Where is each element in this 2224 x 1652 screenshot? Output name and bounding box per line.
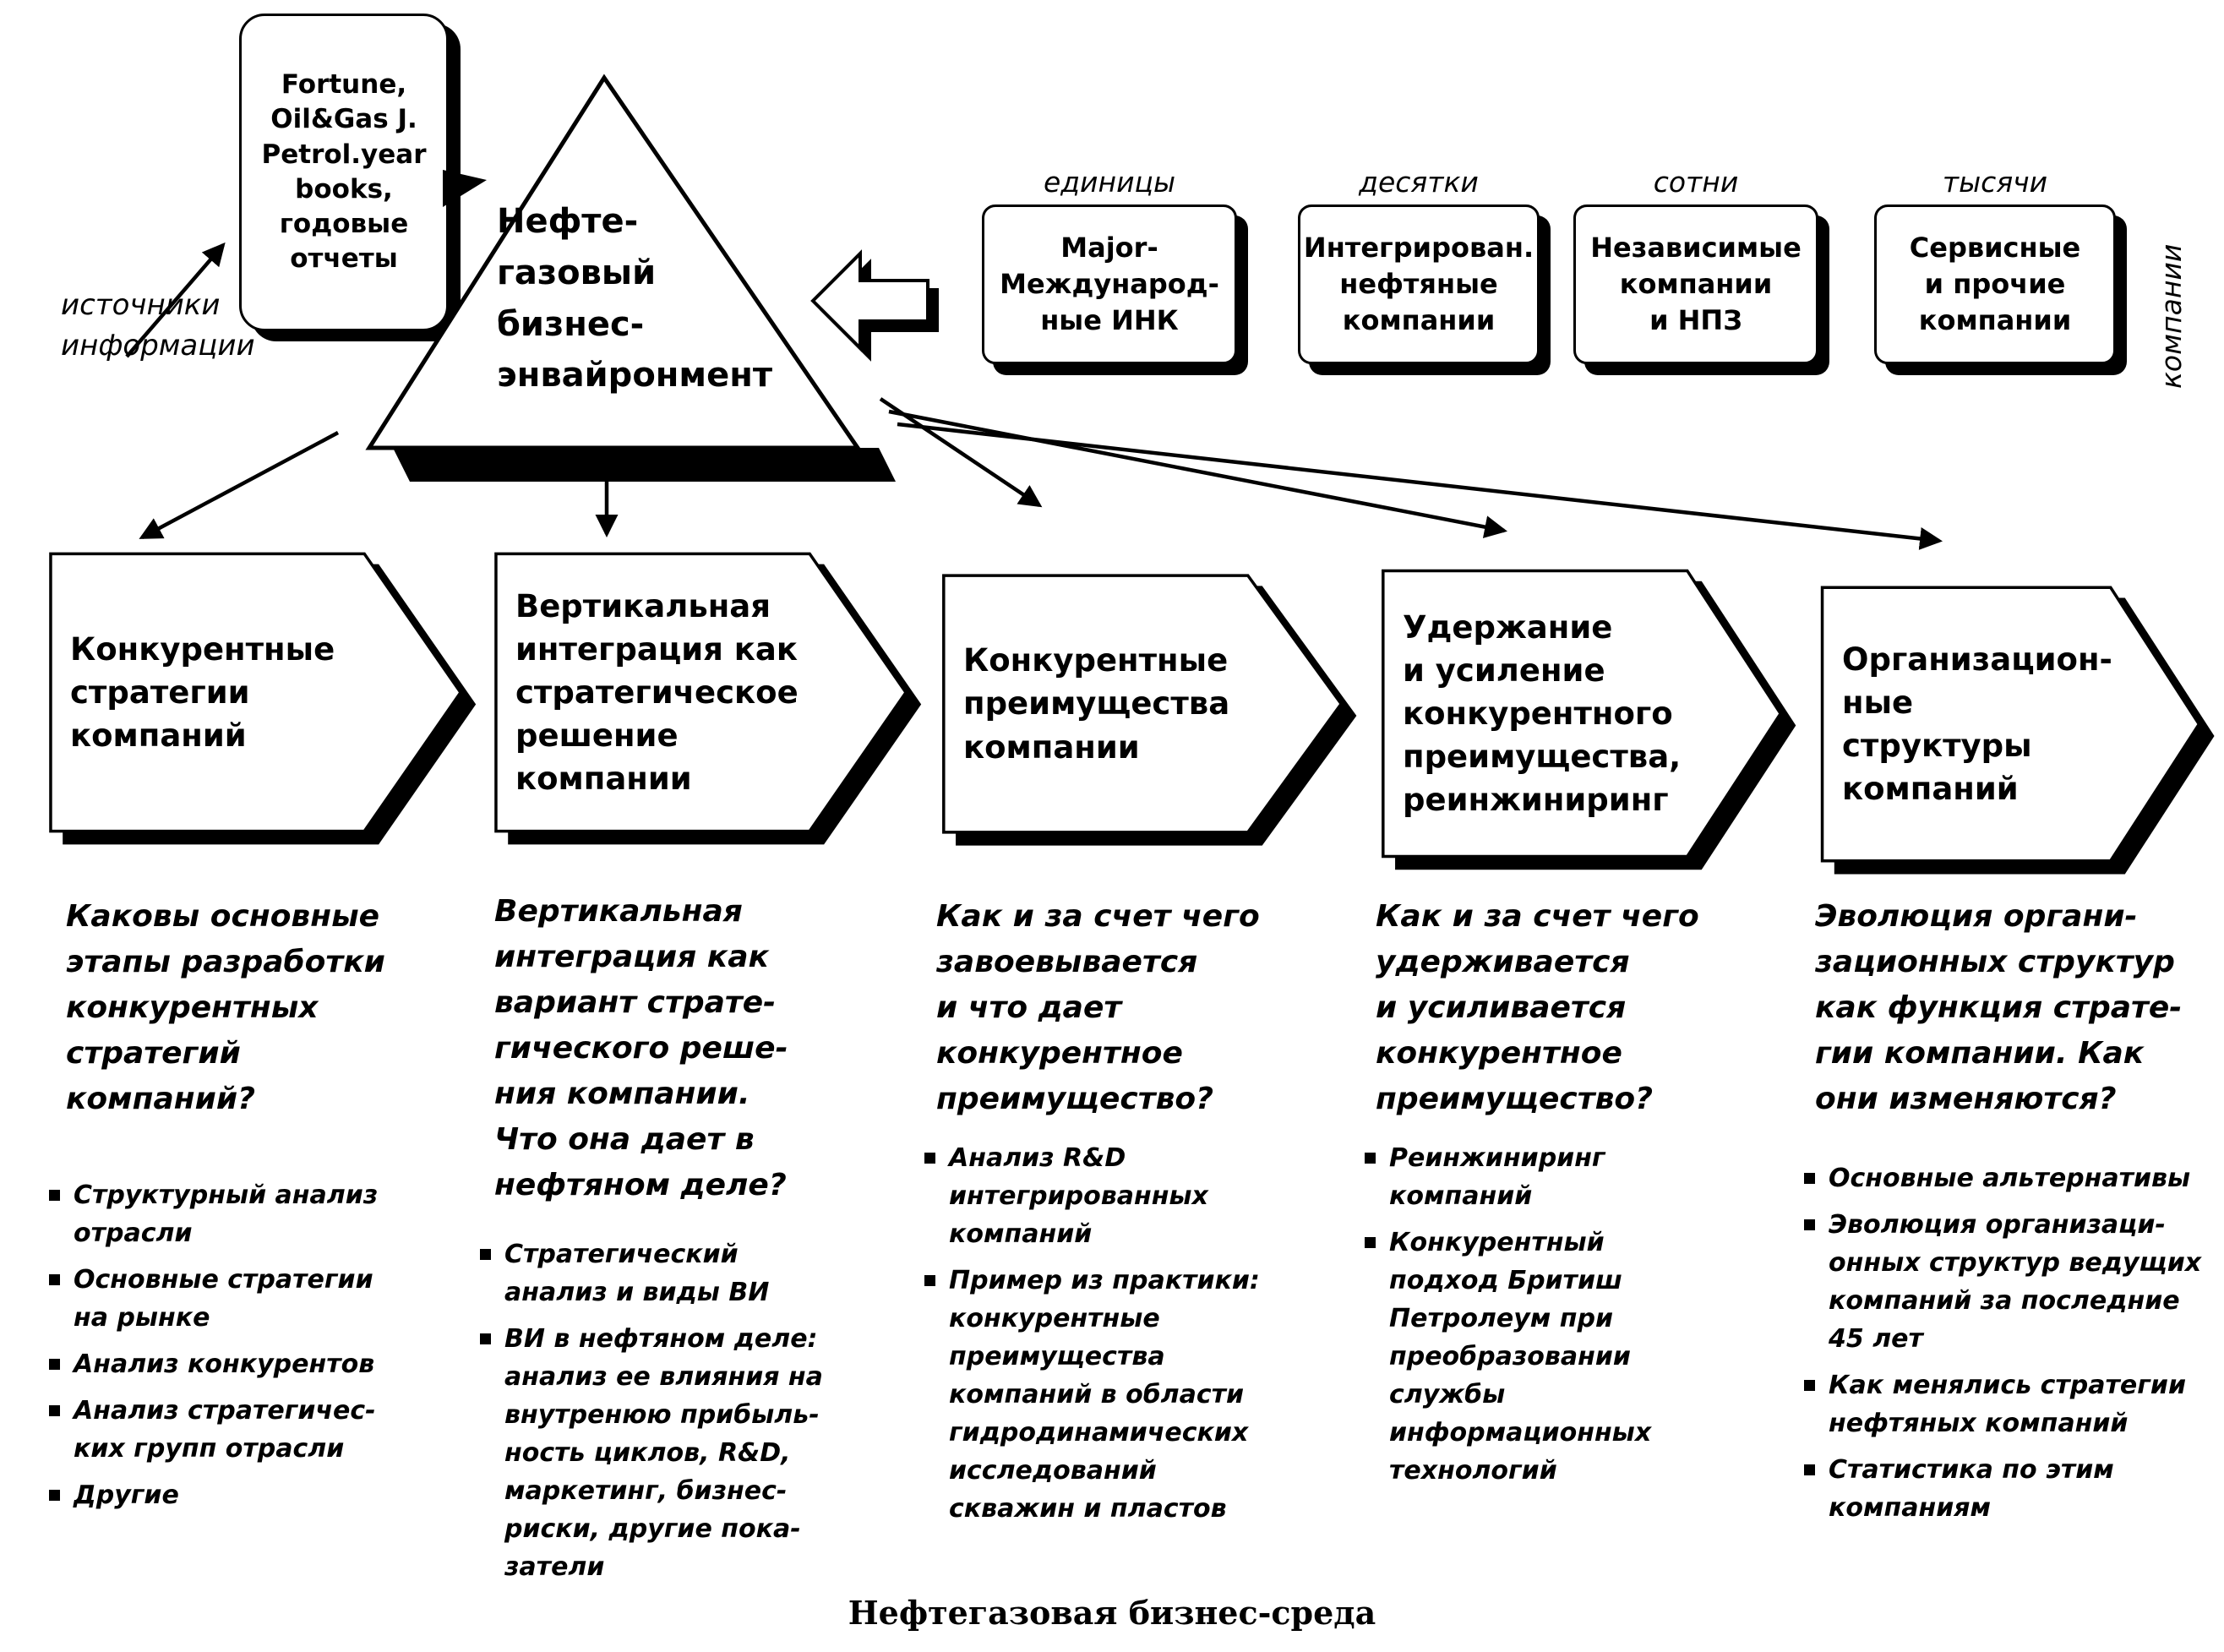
list-item: Конкурентный подход Бритиш Петролеум при… [1365,1224,1796,1490]
pentagon-shape-icon [1379,568,1785,859]
bullet-text: Основные альтернативы [1829,1164,2191,1193]
company-box-majors: Major- Международ- ные ИНК [982,204,1237,364]
topic-header-competitive-strategies: Конкурентные стратегии компаний [46,551,465,834]
topic-header-competitive-advantages: Конкурентные преимущества компании [940,573,1345,835]
bullet-text: Пример из практики: конкурентные преимущ… [949,1266,1260,1524]
bullet-text: Эволюция организаци- онных структур веду… [1829,1210,2202,1354]
triangle-title: Нефте- газовый бизнес- энвайронмент [497,202,773,395]
list-item: Анализ стратегичес- ких групп отрасли [49,1392,459,1468]
topic-bullets-4: Реинжиниринг компаний Конкурентный подхо… [1365,1139,1796,1498]
bullet-square-icon [1365,1237,1376,1248]
bullet-square-icon [1804,1464,1815,1475]
diagram-caption: Нефтегазовая бизнес-среда [848,1594,1376,1632]
topic-header-label: Конкурентные преимущества компании [963,642,1230,766]
scale-label-thousands: тысячи [1942,166,2048,199]
bullet-text: Как менялись стратегии нефтяных компаний [1829,1371,2186,1438]
bullet-square-icon [480,1333,491,1344]
bullet-square-icon [49,1405,60,1416]
bullet-text: Статистика по этим компаниям [1829,1455,2114,1523]
company-group-integrated: десятки Интегрирован. нефтяные компании [1298,161,1540,364]
list-item: Реинжиниринг компаний [1365,1139,1796,1215]
bullet-text: Другие [74,1480,179,1510]
topic-question-1: Каковы основные этапы разработки конкуре… [66,899,385,1116]
sources-bubble-text: Fortune, Oil&Gas J. Petrol.year books, г… [261,69,427,275]
list-item: Как менялись стратегии нефтяных компаний [1804,1366,2224,1442]
topic-header-org-structures: Организацион- ные структуры компаний [1818,585,2203,864]
scale-label-hundreds: сотни [1653,166,1739,199]
bullet-text: ВИ в нефтяном деле: анализ ее влияния на… [504,1324,823,1582]
company-group-independent: сотни Независимые компании и НПЗ [1573,161,1818,364]
sources-label: источники информации [61,288,255,363]
list-item: Основные стратегии на рынке [49,1261,459,1337]
bullet-text: Стратегический анализ и виды ВИ [504,1240,770,1307]
bullet-square-icon [924,1275,935,1286]
bullet-square-icon [1365,1153,1376,1164]
bullet-square-icon [49,1190,60,1201]
sources-bubble: Fortune, Oil&Gas J. Petrol.year books, г… [239,14,487,331]
topic-bullets-2: Стратегический анализ и виды ВИ ВИ в неф… [480,1235,911,1595]
bullet-square-icon [1804,1219,1815,1230]
list-item: Другие [49,1476,459,1514]
list-item: Анализ конкурентов [49,1345,459,1383]
bullet-text: Реинжиниринг компаний [1389,1143,1605,1211]
pentagon-shape-icon [492,551,910,834]
bullet-square-icon [924,1153,935,1164]
scale-label-units: единицы [1043,166,1176,199]
company-box-independent: Независимые компании и НПЗ [1573,204,1818,364]
bullet-square-icon [480,1249,491,1260]
bubble-tail-icon [443,170,487,207]
company-box-integrated: Интегрирован. нефтяные компании [1298,204,1540,364]
arrow-to-topic-4-icon [888,409,1507,538]
topic-header-label: Конкурентные стратегии компаний [70,630,335,755]
bullet-text: Конкурентный подход Бритиш Петролеум при… [1389,1228,1652,1486]
scale-label-tens: десятки [1359,166,1479,199]
company-group-majors: единицы Major- Международ- ные ИНК [982,161,1237,364]
bullet-square-icon [49,1274,60,1285]
topic-header-label: Вертикальная интеграция как стратегическ… [515,587,799,798]
topic-bullets-1: Структурный анализ отрасли Основные стра… [49,1176,459,1523]
bullet-square-icon [1804,1380,1815,1391]
list-item: Основные альтернативы [1804,1159,2224,1197]
company-box-service: Сервисные и прочие компании [1874,204,2116,364]
bullet-square-icon [49,1359,60,1370]
bullet-text: Структурный анализ отрасли [74,1180,379,1248]
bullet-text: Основные стратегии на рынке [74,1265,373,1333]
company-group-service: тысячи Сервисные и прочие компании [1874,161,2116,364]
list-item: ВИ в нефтяном деле: анализ ее влияния на… [480,1320,911,1586]
bullet-text: Анализ стратегичес- ких групп отрасли [74,1396,376,1464]
topic-question-5: Эволюция органи- зационных структур как … [1815,899,2183,1116]
topic-header-vertical-integration: Вертикальная интеграция как стратегическ… [492,551,910,834]
bullet-square-icon [49,1490,60,1501]
companies-axis-label: компании [2155,243,2188,389]
bullet-text: Анализ R&D интегрированных компаний [949,1143,1208,1249]
bullet-square-icon [1804,1173,1815,1184]
topic-question-3: Как и за счет чего завоевывается и что д… [936,899,1260,1116]
triangle-shape-icon [365,74,896,482]
topic-header-advantage-retention: Удержание и усиление конкурентного преим… [1379,568,1785,859]
block-arrow-left-icon [810,249,929,352]
list-item: Структурный анализ отрасли [49,1176,459,1252]
arrow-to-topic-1-icon [139,431,340,539]
list-item: Стратегический анализ и виды ВИ [480,1235,911,1311]
list-item: Анализ R&D интегрированных компаний [924,1139,1355,1253]
pentagon-shape-icon [940,573,1345,835]
pentagon-shape-icon [1818,585,2203,864]
topic-question-4: Как и за счет чего удерживается и усилив… [1376,899,1699,1116]
arrow-to-topic-5-icon [897,422,1943,550]
topic-bullets-3: Анализ R&D интегрированных компаний Прим… [924,1139,1355,1536]
topic-header-label: Организацион- ные структуры компаний [1842,641,2112,808]
topic-question-2: Вертикальная интеграция как вариант стра… [494,894,788,1202]
pentagon-shape-icon [46,551,465,834]
topic-bullets-5: Основные альтернативы Эволюция организац… [1804,1159,2224,1535]
topic-header-label: Удержание и усиление конкурентного преим… [1403,608,1682,819]
list-item: Статистика по этим компаниям [1804,1451,2224,1527]
list-item: Эволюция организаци- онных структур веду… [1804,1206,2224,1358]
bullet-text: Анализ конкурентов [74,1349,375,1379]
list-item: Пример из практики: конкурентные преимущ… [924,1262,1355,1528]
